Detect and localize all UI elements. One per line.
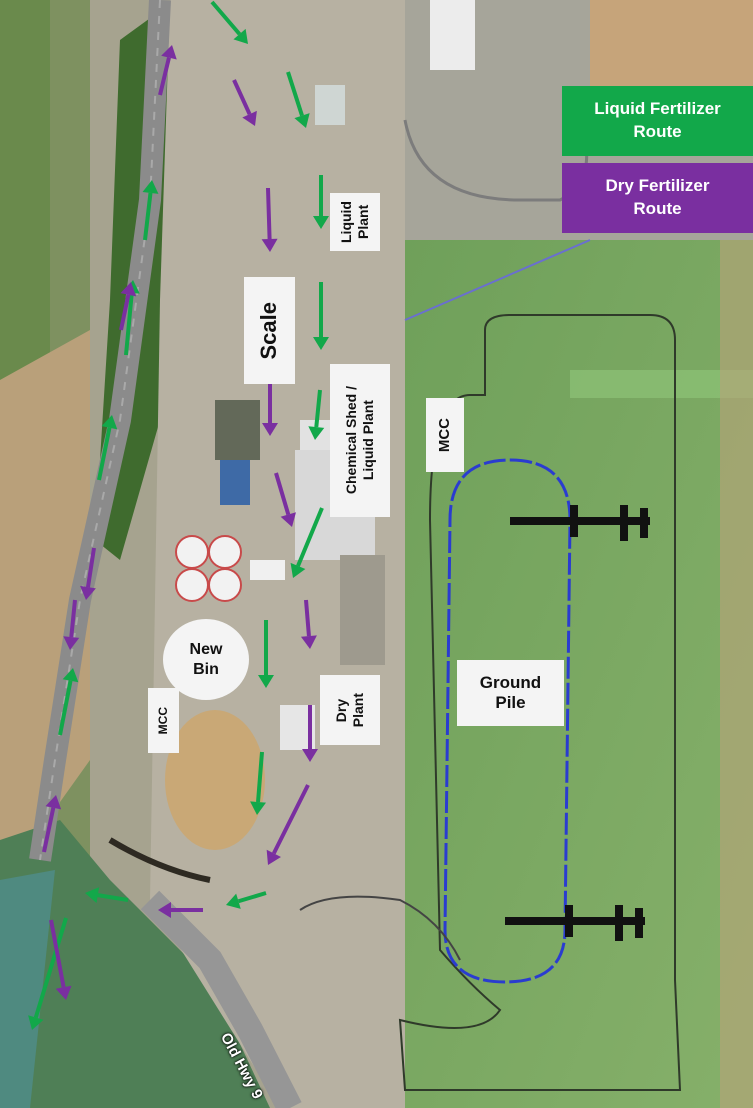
label-mcc-right-text: MCC: [436, 417, 453, 453]
label-scale: Scale: [244, 277, 295, 384]
arrow-icon: [142, 180, 159, 241]
legend-dry-route: Dry Fertilizer Route: [562, 163, 753, 233]
east-field-edge: [720, 240, 753, 1108]
arrow-icon: [300, 599, 317, 649]
label-mcc-left: MCC: [148, 688, 179, 753]
arrow-icon: [232, 79, 257, 126]
label-dry-plant-line1: Dry: [333, 698, 350, 722]
arrow-icon: [266, 784, 310, 865]
blue-building: [220, 460, 250, 505]
arrow-icon: [28, 917, 68, 1030]
highway-lane: [39, 0, 161, 861]
arrow-icon: [85, 887, 129, 903]
arrow-icon: [42, 795, 62, 853]
arrow-icon: [302, 705, 318, 762]
equipment-yard: [340, 555, 385, 665]
liquid-plant-tanks: [315, 85, 345, 125]
stockpile-shadow: [108, 837, 211, 883]
fence-line: [404, 239, 591, 321]
old-highway: [140, 890, 302, 1108]
label-mcc-right: MCC: [426, 398, 464, 472]
arrow-icon: [308, 389, 325, 440]
arrow-icon: [158, 45, 177, 96]
arrow-icon: [80, 547, 96, 600]
north-building: [430, 0, 475, 70]
label-ground-pile-line2: Pile: [495, 693, 526, 712]
northeast-field: [590, 0, 753, 90]
label-scale-text: Scale: [256, 301, 282, 360]
southwest-vegetation: [0, 820, 270, 1108]
field-road-loop: [299, 895, 461, 961]
southwest-water: [0, 870, 55, 1108]
legend-liquid-line2: Route: [633, 122, 682, 141]
arrow-icon: [274, 472, 296, 527]
arrow-icon: [313, 175, 329, 229]
legend-dry-line1: Dry Fertilizer: [605, 176, 710, 196]
label-chemical-shed: Chemical Shed /Liquid Plant: [330, 364, 390, 517]
arrow-icon: [250, 751, 267, 815]
bins-cluster: [175, 535, 242, 602]
label-chemical-shed-line1: Chemical Shed /: [343, 386, 360, 495]
arrow-icon: [286, 71, 310, 128]
conveyor-icon: [505, 905, 645, 941]
north-lot-loop: [403, 119, 589, 202]
conveyor-icon: [510, 505, 650, 541]
label-liquid-plant-line2: Plant: [355, 204, 371, 240]
dark-shadow: [215, 400, 260, 460]
label-new-bin-line2: Bin: [193, 660, 219, 678]
arrow-icon: [58, 668, 79, 736]
label-new-bin-line1: New: [189, 641, 223, 659]
arrow-icon: [290, 507, 324, 578]
route-arrows: [28, 0, 329, 1030]
arrow-icon: [97, 415, 118, 481]
arrow-icon: [49, 919, 72, 1000]
ground-pile-loop: [443, 458, 572, 984]
arrow-icon: [258, 620, 274, 688]
label-liquid-plant-line1: Liquid: [338, 201, 355, 243]
arrow-icon: [158, 902, 203, 918]
arrow-icon: [63, 599, 80, 650]
arrow-icon: [226, 891, 267, 909]
label-mcc-left-text: MCC: [156, 706, 171, 735]
dirt-stockpile: [165, 710, 265, 850]
arrow-icon: [210, 0, 248, 44]
legend-liquid-route: Liquid Fertilizer Route: [562, 86, 753, 156]
arrow-icon: [261, 187, 278, 252]
legend-dry-line2: Route: [633, 199, 682, 218]
storage-shed: [250, 560, 285, 580]
legend-liquid-line1: Liquid Fertilizer: [594, 99, 721, 119]
label-dry-plant-line2: Plant: [350, 692, 366, 728]
arrow-icon: [313, 282, 329, 350]
arrow-icon: [119, 282, 137, 331]
label-chemical-shed-line2: Liquid Plant: [360, 400, 376, 481]
label-ground-pile-line1: Ground: [479, 672, 542, 692]
